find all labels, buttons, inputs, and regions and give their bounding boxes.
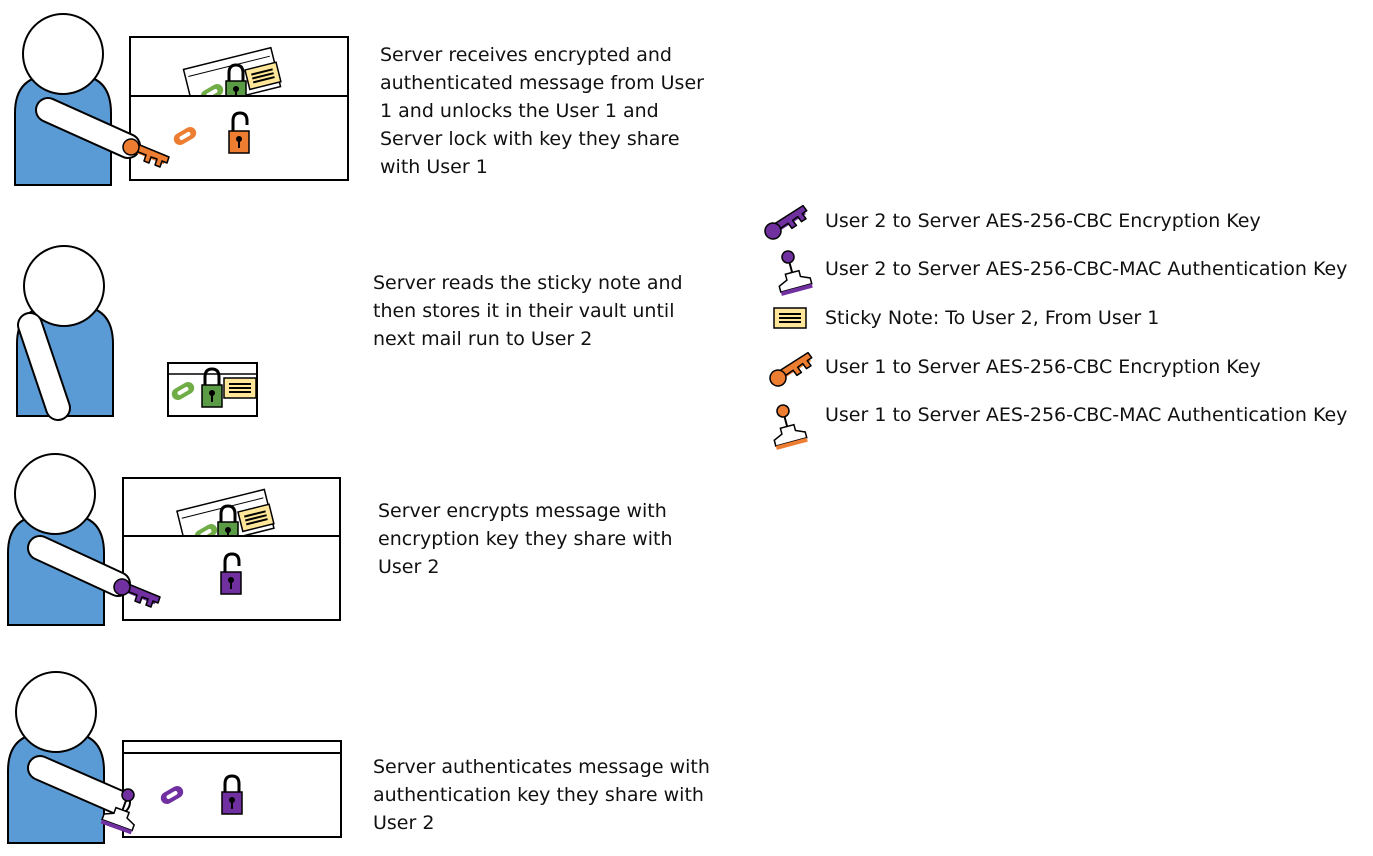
sticky-note-icon (773, 307, 807, 329)
legend-label-user1-encryption-key: User 1 to Server AES-256-CBC Encryption … (825, 356, 1261, 378)
orange-stamp-icon (764, 400, 809, 451)
step3-person (7, 453, 105, 626)
legend-label-sticky-note: Sticky Note: To User 2, From User 1 (825, 307, 1160, 329)
step4-caption: Server authenticates message with authen… (373, 756, 710, 834)
step3-caption: Server encrypts message with encryption … (378, 500, 673, 578)
step1-caption: Server receives encrypted and authentica… (380, 44, 704, 178)
purple-key-icon (762, 195, 811, 249)
step2-vault-message (167, 362, 258, 417)
legend-label-user2-encryption-key: User 2 to Server AES-256-CBC Encryption … (825, 210, 1261, 232)
step2-caption: Server reads the sticky note and then st… (373, 272, 683, 350)
step3-arm (27, 535, 131, 597)
step1-envelope (129, 36, 349, 181)
step4-arm (27, 755, 131, 815)
orange-key-icon (767, 342, 816, 396)
step2-person (16, 245, 114, 421)
step1-arm (35, 97, 141, 159)
step1-person (14, 13, 112, 186)
legend-label-user1-authentication-key: User 1 to Server AES-256-CBC-MAC Authent… (825, 404, 1348, 426)
step4-person (7, 671, 105, 844)
legend-label-user2-authentication-key: User 2 to Server AES-256-CBC-MAC Authent… (825, 258, 1348, 280)
purple-stamp-icon (769, 246, 814, 297)
step4-envelope (122, 740, 342, 838)
